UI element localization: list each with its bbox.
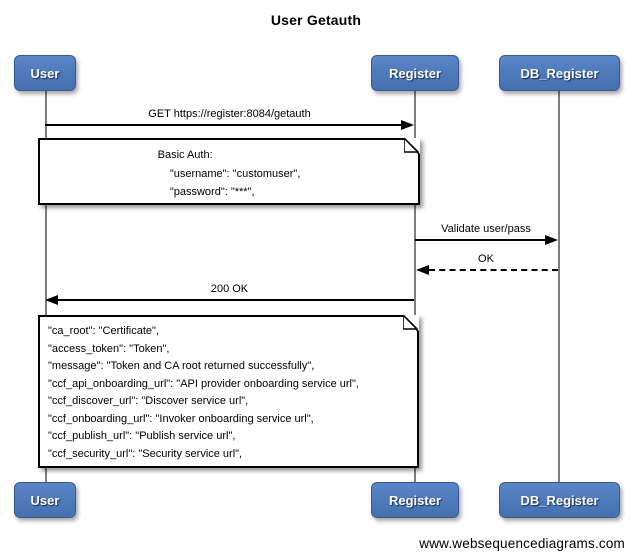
message-get-getauth-line	[45, 124, 402, 126]
message-ok-line	[429, 269, 558, 271]
actor-user-top: User	[14, 55, 76, 91]
actor-db-register-bottom: DB_Register	[499, 482, 620, 518]
message-ok-label: OK	[478, 253, 494, 265]
message-200-ok-line	[58, 299, 414, 301]
arrowhead-left-icon	[416, 265, 429, 275]
watermark: www.websequencediagrams.com	[419, 536, 625, 551]
actor-user-bottom: User	[14, 482, 76, 518]
arrowhead-left-icon	[45, 295, 58, 305]
message-validate-line	[415, 239, 545, 241]
message-200-ok-label: 200 OK	[210, 283, 249, 295]
actor-register-bottom: Register	[371, 482, 459, 518]
actor-register-label: Register	[388, 492, 442, 508]
note-fold-icon	[404, 138, 420, 154]
actor-db-register-label: DB_Register	[520, 65, 599, 81]
lifeline-db-register	[558, 91, 560, 482]
message-get-getauth-label: GET https://register:8084/getauth	[148, 108, 311, 120]
diagram-title: User Getauth	[270, 12, 362, 28]
actor-user-label: User	[30, 65, 60, 81]
actor-register-label: Register	[388, 65, 442, 81]
lifeline-register	[414, 91, 416, 482]
actor-register-top: Register	[371, 55, 459, 91]
message-validate-label: Validate user/pass	[441, 223, 531, 235]
note-token-response-text: "ca_root": "Certificate", "access_token"…	[48, 325, 359, 460]
actor-user-label: User	[30, 492, 60, 508]
note-token-response: "ca_root": "Certificate", "access_token"…	[38, 315, 419, 468]
note-basic-auth: Basic Auth: "username": "customuser", "p…	[38, 138, 420, 205]
arrowhead-right-icon	[545, 235, 558, 245]
lifeline-user	[45, 91, 47, 482]
actor-db-register-top: DB_Register	[499, 55, 620, 91]
note-basic-auth-text: Basic Auth: "username": "customuser", "p…	[157, 149, 301, 198]
actor-db-register-label: DB_Register	[520, 492, 599, 508]
arrowhead-right-icon	[401, 120, 414, 130]
